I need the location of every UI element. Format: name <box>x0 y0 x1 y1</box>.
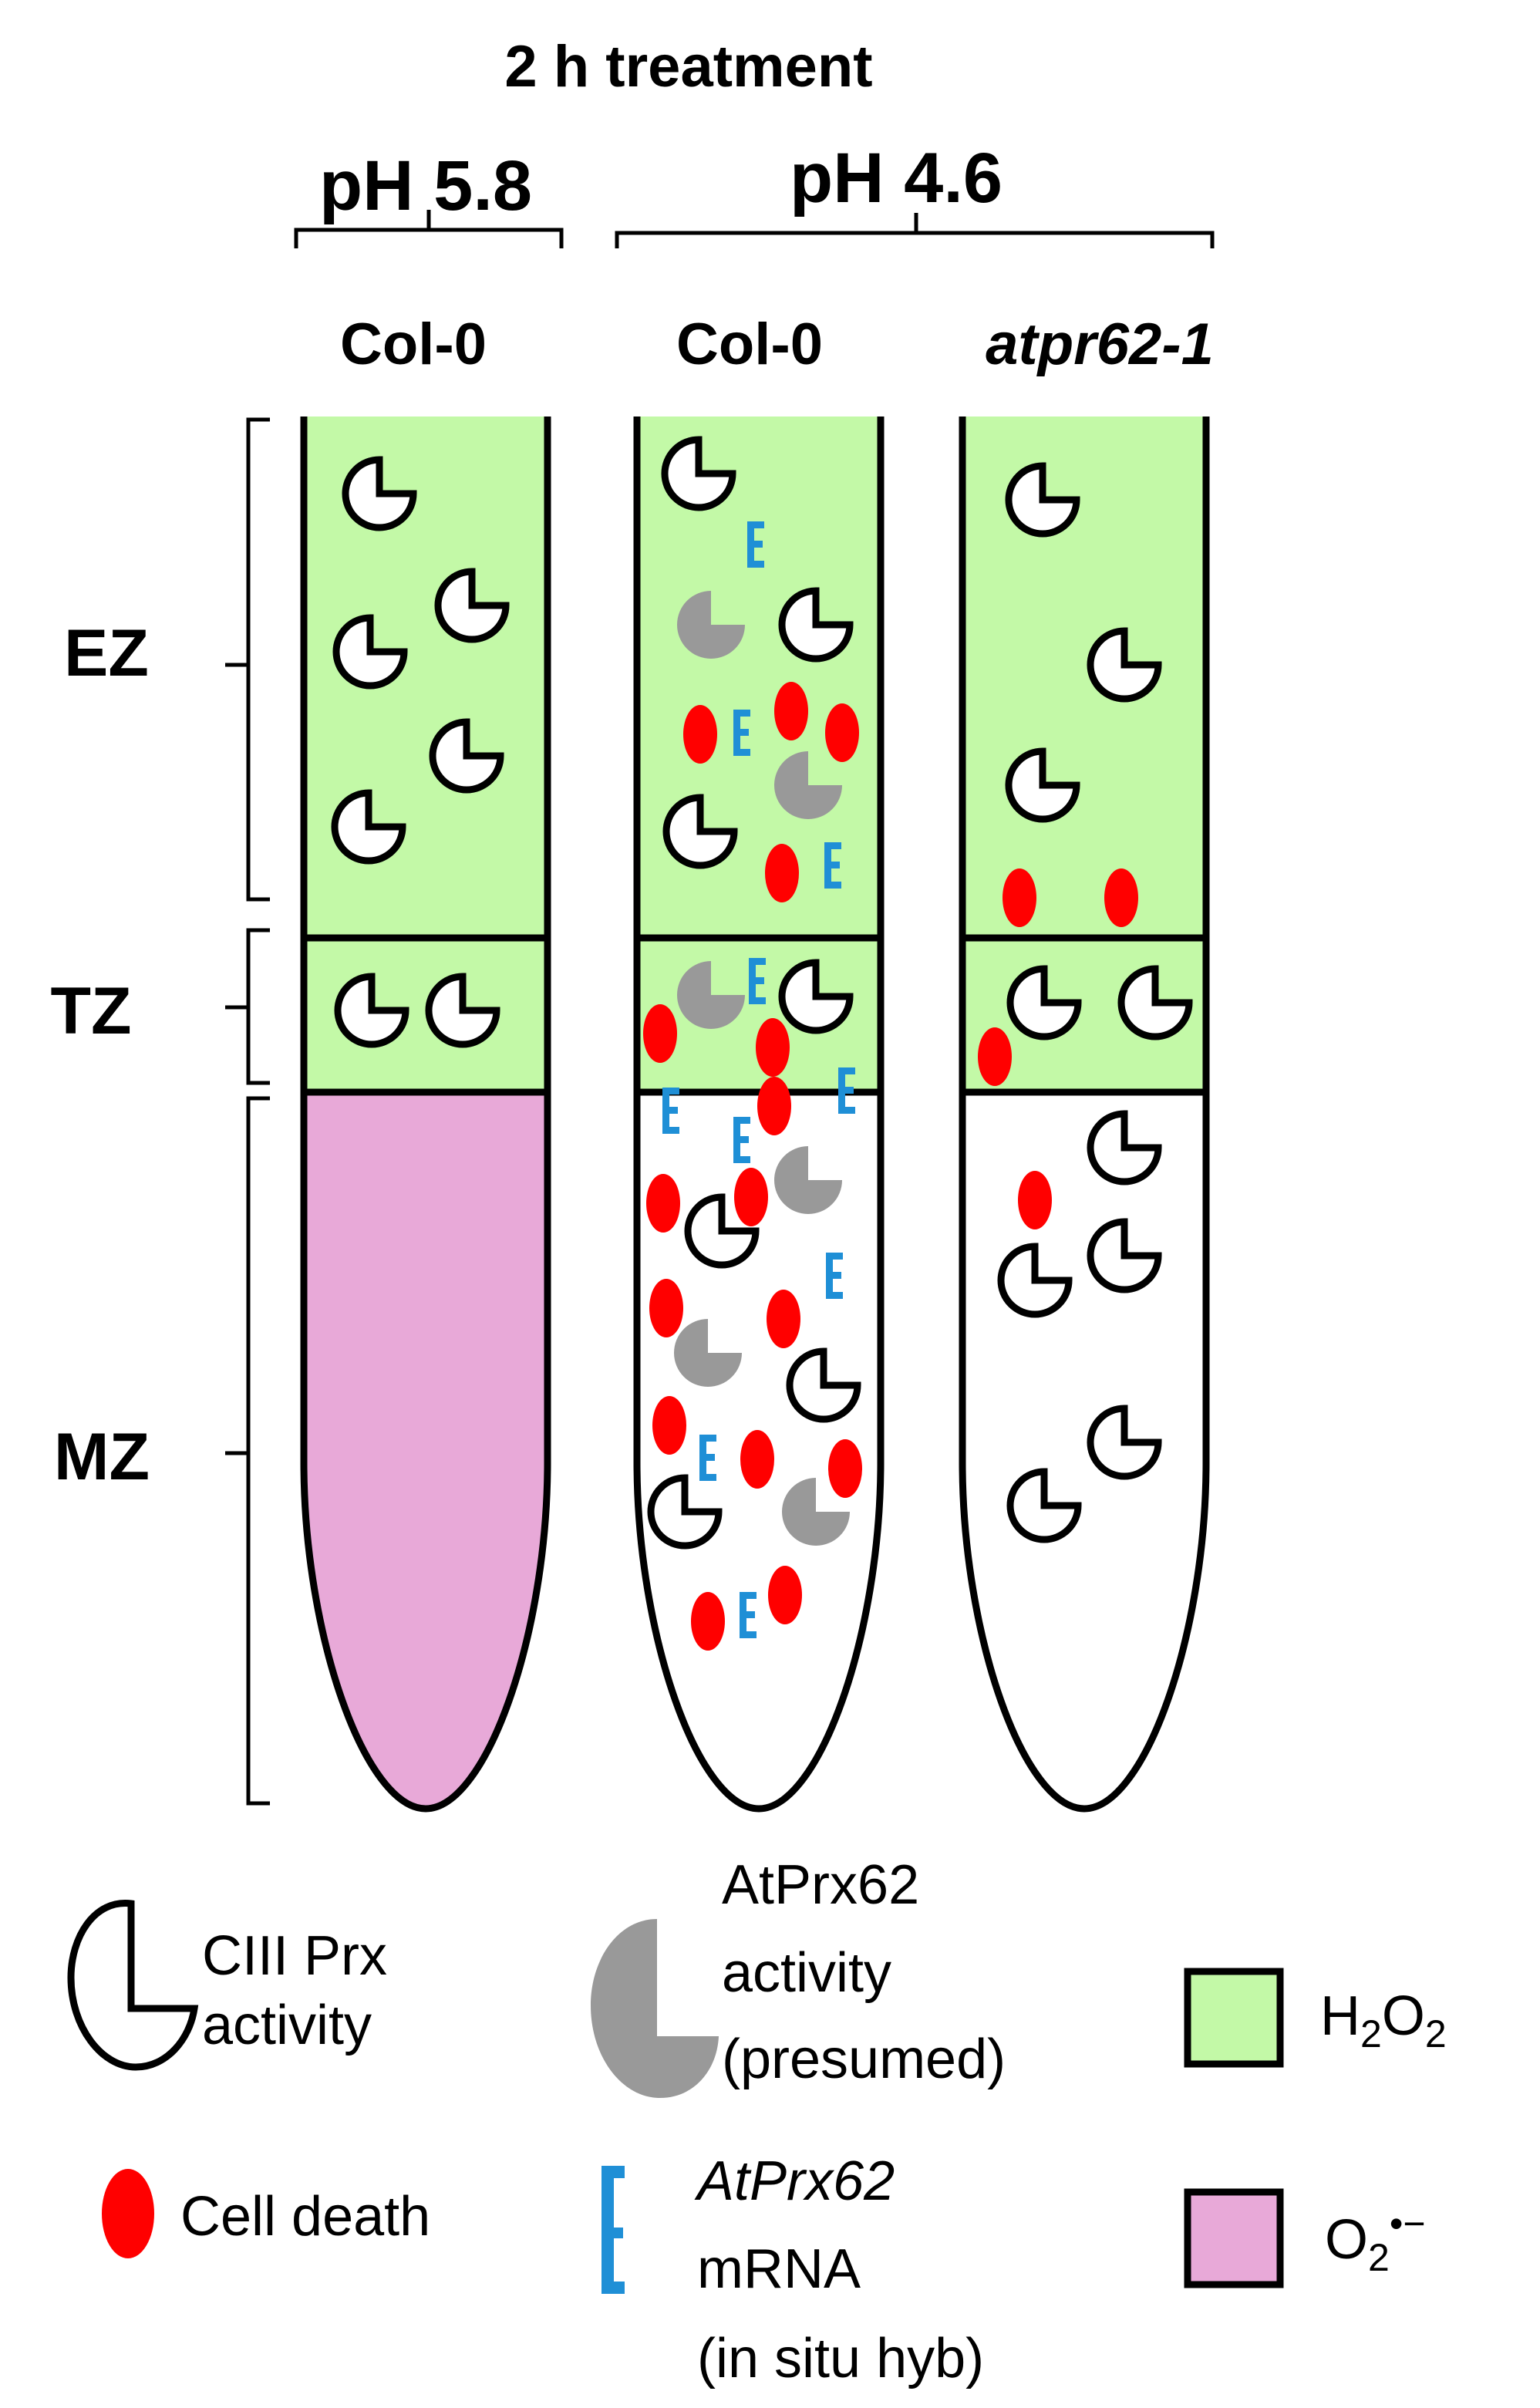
root-atpr62-ph46 <box>959 417 1210 1813</box>
legend-o2: O2•− <box>1184 2188 1426 2288</box>
legend-atprx62-line3: (presumed) <box>722 2029 1006 2090</box>
zone-label-tz: TZ <box>50 974 131 1048</box>
brace-tz <box>225 928 270 1085</box>
legend-ciii-prx-line1: CIII Prx <box>202 1925 387 1987</box>
brace-ez <box>225 417 270 902</box>
cell-death-icon <box>102 2169 154 2258</box>
root-col0-ph58 <box>300 417 551 1813</box>
h2o2-swatch <box>1184 1968 1284 2068</box>
legend-atprx62-activity: AtPrx62 activity (presumed) <box>591 1854 1006 2098</box>
legend-mrna-line1: AtPrx62 <box>694 2150 895 2212</box>
legend-mrna-line3: (in situ hyb) <box>697 2328 984 2389</box>
brace-ph58 <box>294 210 564 248</box>
root-col0-ph46 <box>633 417 885 1813</box>
atprx62-activity-icon <box>591 1919 719 2098</box>
legend-atprx62-line2: activity <box>722 1942 891 2004</box>
zone-label-mz: MZ <box>54 1420 150 1494</box>
legend-h2o2: H2O2 <box>1184 1968 1447 2068</box>
brace-mz <box>225 1096 270 1806</box>
column-label-col0-ph58: Col-0 <box>340 312 487 377</box>
legend-h2o2-label: H2O2 <box>1320 1985 1447 2056</box>
legend-cell-death: Cell death <box>102 2169 430 2258</box>
diagram-title: 2 h treatment <box>504 34 872 99</box>
column-label-col0-ph46: Col-0 <box>676 312 823 377</box>
legend-cell-death-label: Cell death <box>180 2186 430 2248</box>
legend-atprx62-mrna: AtPrx62 mRNA (in situ hyb) <box>602 2150 984 2389</box>
legend-ciii-prx-line2: activity <box>202 1995 372 2056</box>
brace-ph46 <box>615 213 1215 248</box>
legend: CIII Prx activity AtPrx62 activity (pres… <box>67 1854 1447 2389</box>
ph-46-label: pH 4.6 <box>790 139 1003 218</box>
o2-swatch <box>1184 2188 1284 2288</box>
legend-ciii-prx: CIII Prx activity <box>67 1900 387 2071</box>
zone-label-ez: EZ <box>64 616 149 690</box>
legend-o2-label: O2•− <box>1325 2202 1426 2279</box>
column-label-atpr62: atpr62-1 <box>986 312 1214 377</box>
ciii-prx-icon <box>67 1900 199 2071</box>
legend-atprx62-line1: AtPrx62 <box>722 1854 919 1916</box>
ph-58-label: pH 5.8 <box>319 147 532 225</box>
cell-death-markers <box>978 868 1138 1229</box>
cell-death-markers <box>643 682 862 1651</box>
mrna-icon <box>602 2166 625 2294</box>
legend-mrna-line2: mRNA <box>697 2238 861 2300</box>
